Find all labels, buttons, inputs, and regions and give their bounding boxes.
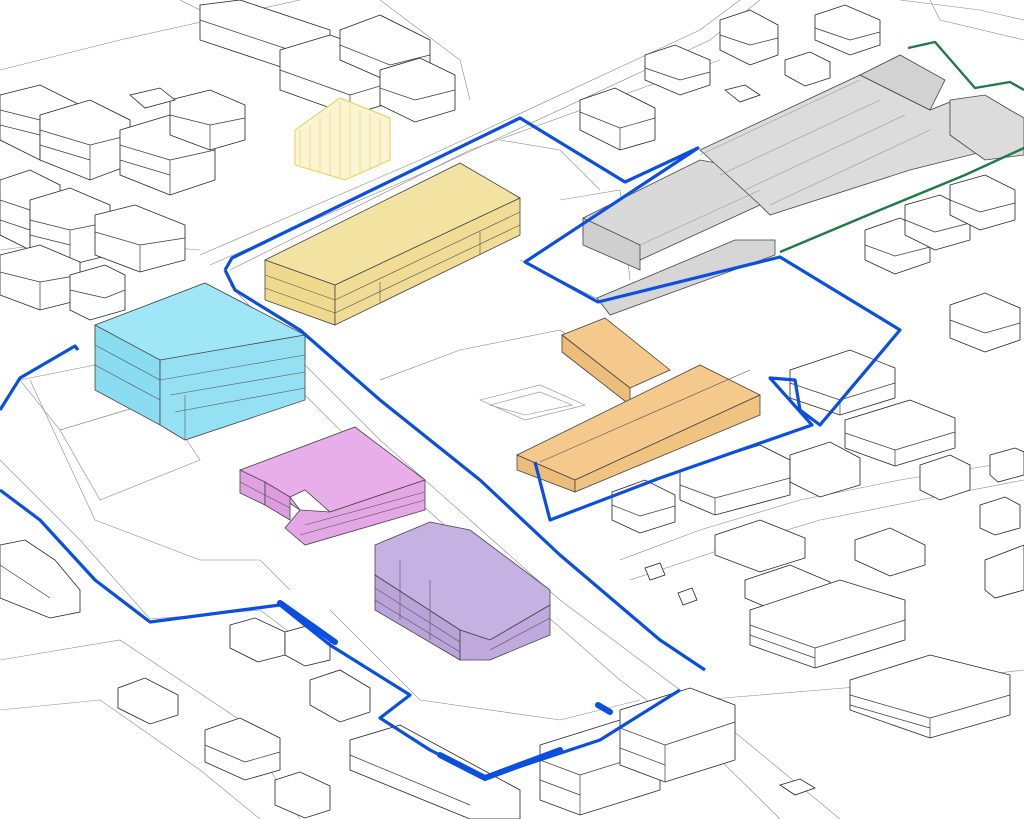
building-grey <box>582 54 1024 316</box>
context-building <box>849 654 1011 739</box>
context-building <box>644 44 711 96</box>
context-building <box>789 441 861 498</box>
building-yellow <box>263 162 521 326</box>
site-boundaries <box>0 40 1024 782</box>
context-building <box>949 292 1021 353</box>
site-boundary-blue <box>223 116 902 672</box>
context-building <box>749 579 906 669</box>
context-building <box>979 496 1021 536</box>
context-building <box>349 724 521 819</box>
context-building <box>129 87 176 109</box>
building-purple <box>374 521 551 661</box>
building-outline-yellow <box>294 97 391 181</box>
context-building <box>39 99 131 181</box>
building-pink <box>239 426 426 546</box>
context-building <box>204 717 281 781</box>
context-building <box>644 562 666 581</box>
context-building <box>309 669 371 723</box>
context-building <box>724 84 761 103</box>
site-boundary-blue-thick <box>277 600 613 782</box>
context-building <box>989 447 1024 483</box>
context-building <box>611 479 676 534</box>
context-building <box>619 687 736 783</box>
context-building <box>117 677 179 725</box>
context-building <box>379 57 456 123</box>
context-building <box>677 587 698 606</box>
context-building <box>814 4 881 56</box>
context-building <box>679 444 791 516</box>
context-building <box>94 204 186 273</box>
context-building <box>984 544 1024 599</box>
context-building <box>844 399 956 467</box>
context-building <box>714 519 806 573</box>
building-cyan <box>94 282 306 441</box>
context-building <box>169 89 246 151</box>
context-building <box>854 527 926 577</box>
highlighted-buildings <box>94 54 1024 661</box>
context-building <box>949 174 1016 231</box>
context-building <box>69 264 126 321</box>
context-building <box>789 349 896 416</box>
context-building <box>784 51 831 87</box>
context-building <box>229 617 286 663</box>
context-building <box>919 454 971 501</box>
context-building <box>719 9 779 66</box>
building-orange <box>516 317 761 493</box>
site-boundary-green <box>779 40 1024 254</box>
context-building <box>579 87 656 151</box>
context-building <box>0 539 81 619</box>
context-building <box>779 778 816 796</box>
context-building <box>274 771 331 819</box>
